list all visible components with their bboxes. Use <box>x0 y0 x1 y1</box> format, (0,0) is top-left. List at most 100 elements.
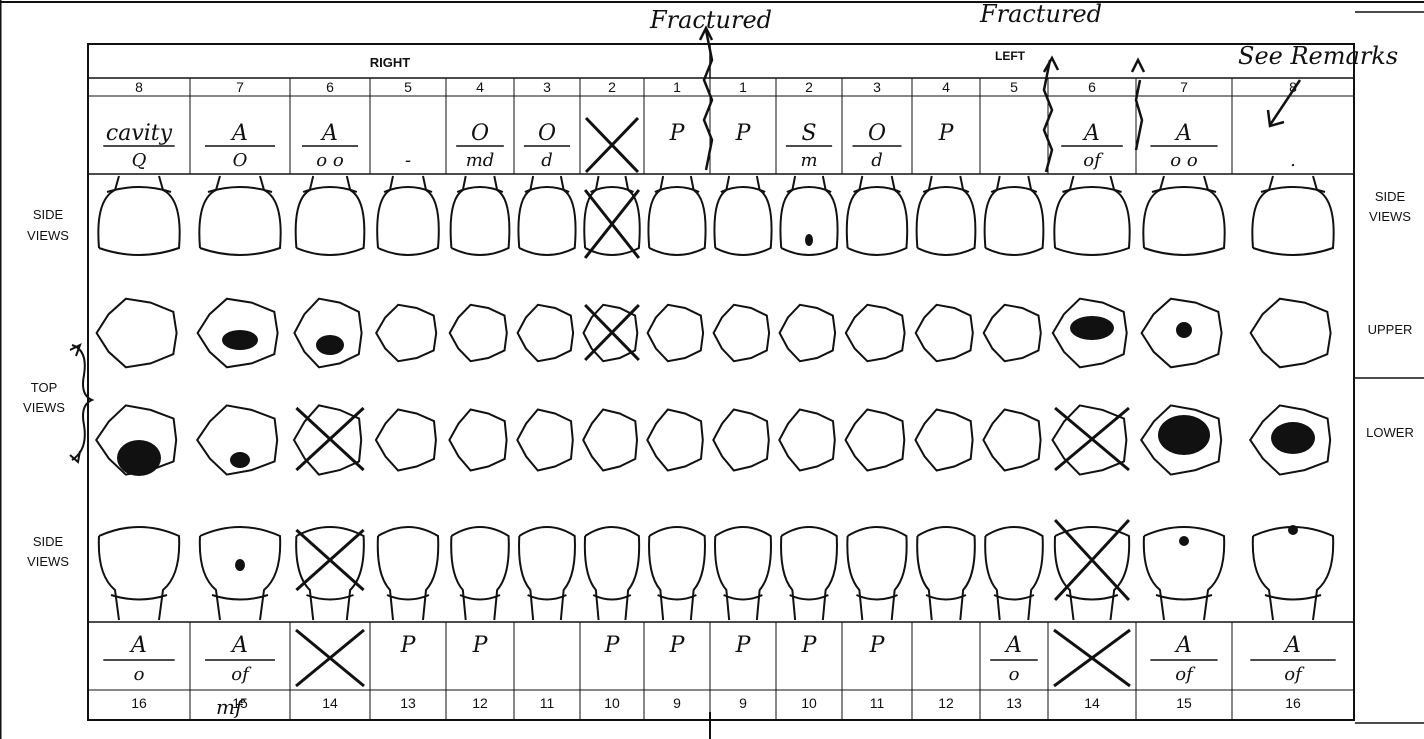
lower-tooth-number: 12 <box>472 695 488 711</box>
tooth-crown-line <box>528 595 567 600</box>
tooth-top-upper <box>376 305 436 361</box>
caries-shading <box>805 234 813 246</box>
annotation-bottom: Q <box>132 150 147 171</box>
annotation-top: P <box>669 121 686 146</box>
lower-tooth-number: 13 <box>400 695 416 711</box>
annotation-bottom: d <box>871 150 883 171</box>
annotation-top: A <box>129 633 147 658</box>
side-views-label-bottom-2: VIEWS <box>27 554 69 569</box>
tooth-top-lower <box>449 410 506 471</box>
annotation-bottom: o o <box>316 150 344 171</box>
caries-shading <box>316 335 344 355</box>
lower-top-views <box>96 405 1330 476</box>
right-header: RIGHT <box>370 55 411 70</box>
tooth-top-upper <box>780 305 836 361</box>
tooth-crown-line <box>460 595 500 600</box>
tooth-side-lower <box>378 527 439 620</box>
tooth-top-upper <box>450 305 507 361</box>
upper-tooth-number: 1 <box>739 79 747 95</box>
side-views-label-right-2: VIEWS <box>1369 209 1411 224</box>
annotation-top: A <box>230 633 248 658</box>
caries-shading <box>235 559 245 571</box>
upper-tooth-number: 2 <box>805 79 813 95</box>
upper-tooth-number: 3 <box>873 79 881 95</box>
annotation-top: P <box>869 633 886 658</box>
caries-shading <box>230 452 250 468</box>
tooth-crown-line <box>724 595 763 600</box>
annotation-top: P <box>735 121 752 146</box>
annotation-bottom: o <box>134 664 145 685</box>
annotation-top: A <box>1174 633 1192 658</box>
upper-tooth-number: 1 <box>673 79 681 95</box>
annotation-top: P <box>604 633 621 658</box>
tooth-side-lower <box>519 527 575 620</box>
lower-tooth-number: 13 <box>1006 695 1022 711</box>
upper-tooth-number: 3 <box>543 79 551 95</box>
tooth-top-lower <box>846 410 905 471</box>
annotation-bottom: m <box>800 150 817 171</box>
tooth-top-lower <box>983 410 1040 471</box>
tooth-side-lower <box>917 527 975 620</box>
top-views-label-1: TOP <box>31 380 58 395</box>
tooth-side-lower <box>99 527 179 620</box>
tooth-side-lower <box>781 527 837 620</box>
tooth-top-upper <box>1251 299 1331 368</box>
lower-tooth-number: 15 <box>1176 695 1192 711</box>
tooth-crown-line <box>994 595 1034 600</box>
annotation-top: S <box>801 121 816 146</box>
tooth-crown-line <box>856 595 897 600</box>
annotation-top: A <box>1004 633 1022 658</box>
tooth-top-upper <box>846 305 905 361</box>
annotation-bottom: d <box>541 150 553 171</box>
annotation-bottom: of <box>1284 664 1305 685</box>
tooth-side-lower <box>847 527 906 620</box>
tooth-crown-line <box>1156 595 1212 600</box>
upper-tooth-number: 6 <box>1088 79 1096 95</box>
tooth-side-lower <box>715 527 771 620</box>
upper-tooth-number: 4 <box>942 79 950 95</box>
caries-shading <box>1271 422 1315 454</box>
tooth-side-lower <box>1253 527 1333 620</box>
upper-tooth-numbers: 8765432112345678 <box>135 79 1297 95</box>
lower-tooth-number: 16 <box>131 695 147 711</box>
upper-top-views <box>97 299 1331 368</box>
tooth-crown-line <box>111 595 167 600</box>
annotation-bottom: of <box>1083 150 1104 171</box>
lower-annotations: AoAofPPPPPPPAoAofAof <box>103 630 1335 686</box>
tooth-top-lower <box>915 410 972 471</box>
upper-tooth-number: 2 <box>608 79 616 95</box>
lower-side-views <box>99 520 1333 620</box>
tooth-top-upper <box>518 305 574 361</box>
annotation-top: P <box>801 633 818 658</box>
tooth-side-lower <box>1055 527 1129 620</box>
upper-tooth-number: 5 <box>1010 79 1018 95</box>
tooth-crown-line <box>1066 595 1118 600</box>
side-views-label-bottom-1: SIDE <box>33 534 64 549</box>
upper-tooth-number: 6 <box>326 79 334 95</box>
lower-tooth-number: 16 <box>1285 695 1301 711</box>
tooth-crown-line <box>790 595 829 600</box>
lower-tooth-number: 14 <box>1084 695 1100 711</box>
tooth-top-lower <box>517 410 573 471</box>
tooth-top-lower <box>376 410 436 471</box>
caries-shading <box>1176 322 1192 338</box>
annotation-bottom: md <box>466 150 495 171</box>
tooth-crown-line <box>926 595 966 600</box>
fractured-note-1: Fractured <box>649 6 772 34</box>
left-header: LEFT <box>995 49 1026 63</box>
tooth-crown-line <box>306 595 353 600</box>
brace-arrow-bottom <box>70 451 80 462</box>
upper-cell-dividers <box>190 78 1232 174</box>
annotation-top: A <box>1082 121 1100 146</box>
tooth-top-upper <box>714 305 770 361</box>
annotation-top: P <box>400 633 417 658</box>
tooth-top-upper <box>916 305 973 361</box>
annotation-top: A <box>320 121 338 146</box>
annotation-top: P <box>735 633 752 658</box>
caries-shading <box>1070 316 1114 340</box>
lower-tooth-number: 11 <box>540 695 555 711</box>
annotation-top: O <box>868 121 886 146</box>
brace-arrow-top <box>70 345 80 356</box>
tooth-top-upper <box>97 299 177 368</box>
